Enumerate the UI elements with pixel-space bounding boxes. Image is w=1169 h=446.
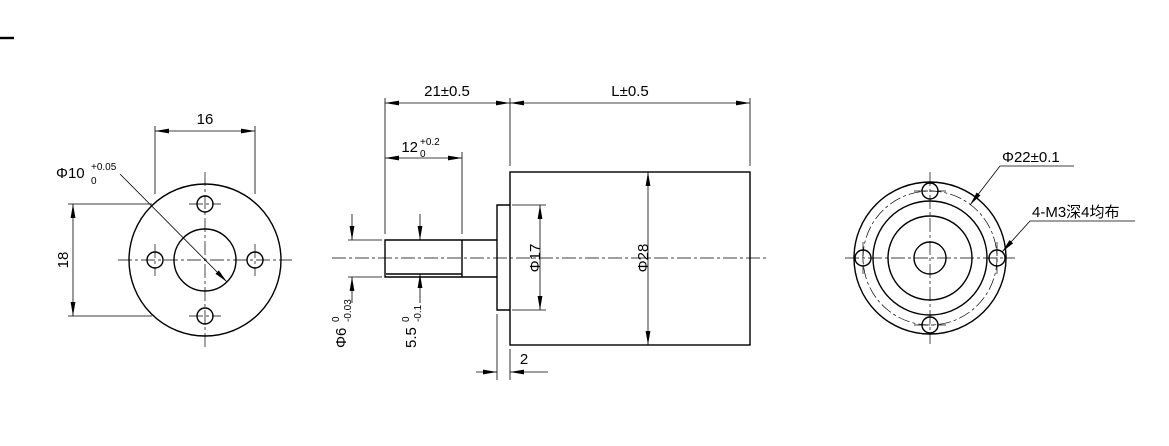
dim-text-pilot-diameter: Φ10	[56, 165, 85, 182]
extension-lines	[348, 239, 382, 278]
tapped-hole-left	[854, 249, 872, 267]
dim-text-mounting-holes: 4-M3深4均布	[1032, 204, 1120, 221]
dim-tol-lower: -0.03	[343, 299, 354, 322]
tapped-hole-right	[988, 249, 1006, 267]
side-view: 21±0.5 L±0.5 12 +0.2 0 Φ17 Φ28	[331, 83, 768, 380]
dim-text-shaft-diameter-group: Φ6 0 -0.03	[331, 299, 354, 348]
dim-tol-upper: 0	[401, 316, 412, 322]
dim-tol-lower: -0.1	[413, 304, 424, 322]
extension-lines	[154, 126, 256, 194]
rear-boss-circle	[887, 215, 973, 301]
rear-view: Φ22±0.1 4-M3深4均布	[845, 149, 1135, 344]
dim-shaft-diameter: Φ6 0 -0.03	[331, 214, 382, 348]
dim-hole-spacing-horizontal: 16	[154, 111, 256, 194]
dim-shaft-flat: 5.5 0 -0.1	[401, 214, 424, 348]
leader-line	[969, 165, 1074, 206]
tapped-hole-top	[921, 182, 939, 200]
dim-body-diameter: Φ28	[635, 172, 652, 345]
dim-shaft-length: 12 +0.2 0	[385, 137, 463, 234]
rear-step-circle	[872, 200, 988, 316]
dim-tol-lower: 0	[420, 149, 426, 160]
label-pilot-diameter: Φ10 +0.05 0	[56, 162, 228, 283]
dim-hole-spacing-vertical: 18	[55, 203, 152, 317]
pilot-boss-outline	[496, 204, 510, 311]
body-outline	[509, 171, 751, 346]
dim-body-length: L±0.5	[510, 83, 751, 166]
label-mounting-holes: 4-M3深4均布	[1001, 204, 1135, 253]
shaft-outline	[384, 239, 497, 278]
dim-text-body-diameter: Φ28	[635, 244, 652, 273]
dim-tol-lower: 0	[91, 176, 97, 187]
dim-tol-upper: 0	[331, 316, 342, 322]
dim-text-boss-protrusion: 2	[520, 351, 528, 368]
dim-text-bolt-circle: Φ22±0.1	[1002, 149, 1060, 166]
dim-boss-protrusion: 2	[476, 314, 548, 380]
dim-text-hole-spacing-h: 16	[197, 111, 214, 128]
dim-text-shaft-diameter: Φ6	[333, 328, 350, 348]
dim-pilot-boss-diameter: Φ17	[512, 204, 546, 311]
bolt-circle	[862, 190, 998, 326]
dim-text-pilot-boss-diameter: Φ17	[527, 244, 544, 273]
dim-text-hole-spacing-v: 18	[55, 252, 72, 269]
dim-text-shaft-length: 12	[401, 139, 418, 156]
leader-line	[1001, 220, 1135, 253]
extension-lines	[384, 98, 511, 234]
dim-text-shaft-flat: 5.5	[403, 327, 420, 348]
leader-line	[119, 173, 228, 283]
dim-tol-upper: +0.2	[420, 137, 440, 148]
dim-text-front-section-length: 21±0.5	[424, 83, 470, 100]
front-view: 16 18 Φ10 +0.05 0	[55, 111, 292, 348]
tapped-hole-bottom	[921, 316, 939, 334]
rear-center-hole	[913, 241, 947, 275]
dim-text-body-length: L±0.5	[611, 83, 648, 100]
label-bolt-circle: Φ22±0.1	[969, 149, 1074, 206]
dim-front-section-length: 21±0.5	[384, 83, 511, 234]
extension-lines	[496, 314, 511, 380]
rear-flange-outline	[853, 181, 1007, 335]
dim-tol-upper: +0.05	[91, 162, 117, 173]
dim-text-shaft-flat-group: 5.5 0 -0.1	[401, 304, 424, 348]
extension-lines	[68, 203, 152, 317]
